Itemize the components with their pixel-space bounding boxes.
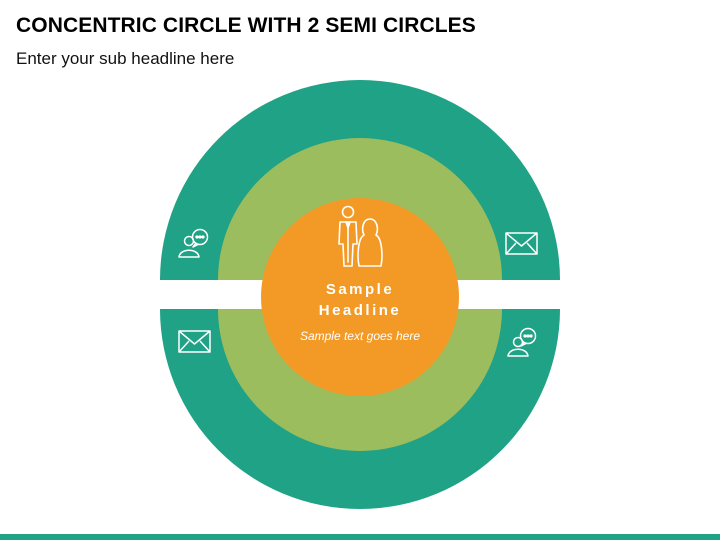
page-title: CONCENTRIC CIRCLE WITH 2 SEMI CIRCLES [16, 14, 476, 37]
envelope-icon [505, 232, 538, 255]
footer-bar [0, 534, 720, 540]
center-circle [261, 198, 459, 396]
business-couple-icon [338, 205, 383, 267]
center-headline-line2: Headline [318, 302, 402, 319]
page-subtitle: Enter your sub headline here [16, 49, 235, 68]
center-sample-text: Sample text goes here [299, 329, 421, 343]
chat-user-icon [507, 327, 537, 357]
center-headline-line1: Sample [325, 281, 395, 298]
chat-user-icon [178, 228, 209, 258]
envelope-icon [178, 330, 211, 353]
center-headline: Sample Headline [260, 279, 460, 321]
